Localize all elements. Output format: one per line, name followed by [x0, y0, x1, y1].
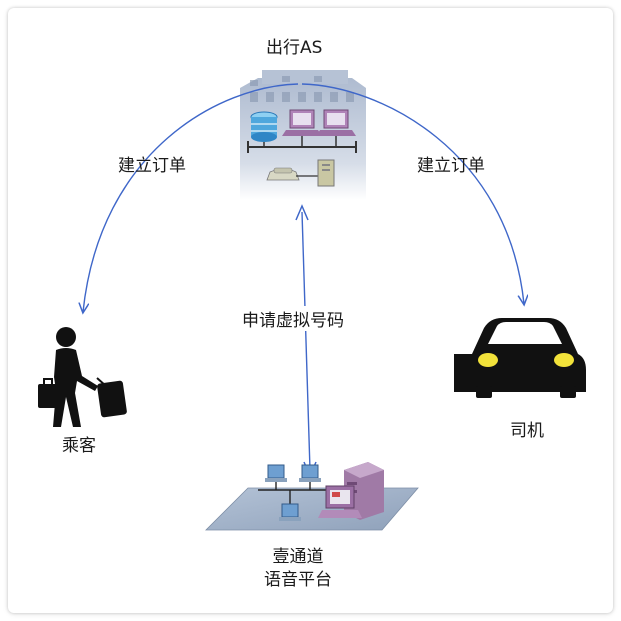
server-label: 出行AS [266, 38, 323, 58]
workstation-icon [299, 464, 321, 482]
server-building-icon [240, 70, 366, 200]
left-order-arrow [83, 83, 299, 312]
platform-label-line1: 壹通道 [272, 547, 324, 567]
voice-platform-icon [205, 462, 419, 531]
passenger-icon [38, 327, 127, 427]
workstation-icon [265, 464, 287, 482]
workstation-icon [316, 109, 356, 136]
phone-icon [266, 167, 300, 181]
right-arc-label: 建立订单 [417, 156, 485, 176]
passenger-label: 乘客 [62, 436, 96, 456]
platform-label: 壹通道 语音平台 [264, 546, 332, 592]
workstation-icon [279, 503, 301, 521]
virtual-number-arrow [295, 204, 317, 478]
right-order-arrow [301, 83, 524, 304]
vertical-arrow-label: 申请虚拟号码 [240, 306, 346, 331]
car-icon [454, 318, 586, 398]
database-icon [250, 111, 278, 142]
workstation-icon [282, 109, 322, 136]
monitor-icon [318, 485, 362, 518]
tower-pc-icon [317, 159, 335, 187]
left-arc-label: 建立订单 [118, 156, 186, 176]
driver-label: 司机 [510, 421, 544, 441]
platform-label-line2: 语音平台 [264, 570, 332, 590]
